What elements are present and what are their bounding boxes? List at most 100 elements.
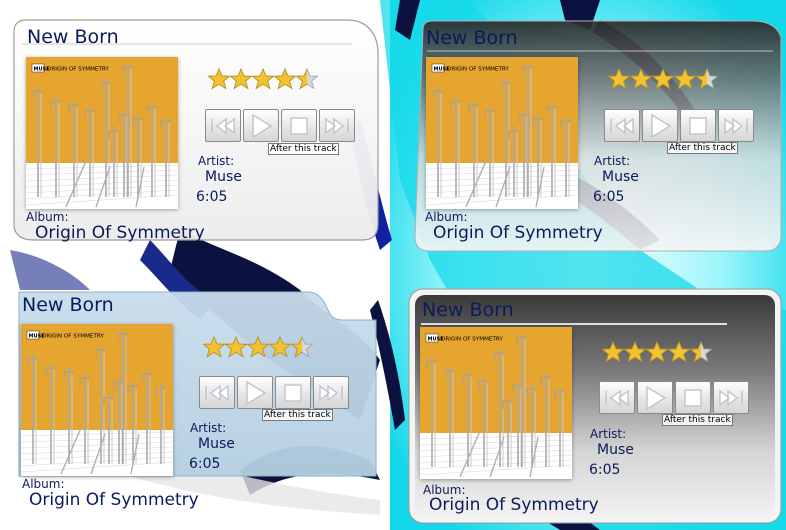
next-track-button[interactable] (718, 109, 754, 142)
previous-track-icon (211, 117, 235, 134)
next-track-button[interactable] (313, 376, 349, 409)
star-icon[interactable] (602, 341, 624, 363)
play-button[interactable] (637, 381, 673, 414)
stop-button[interactable] (675, 381, 711, 414)
star-icon[interactable] (252, 68, 274, 90)
play-button[interactable] (237, 376, 273, 409)
album-cover-band: MUSE (34, 67, 51, 73)
next-track-button[interactable] (713, 381, 749, 414)
track-title: New Born (426, 27, 518, 49)
star-icon[interactable] (274, 68, 296, 90)
track-title: New Born (27, 26, 119, 48)
star-icon[interactable] (674, 68, 696, 90)
playback-controls (199, 376, 349, 409)
album-cover-title: ORIGIN OF SYMMETRY (47, 67, 109, 73)
album-name: Origin Of Symmetry (29, 490, 199, 510)
playback-controls (205, 109, 355, 142)
previous-track-icon (610, 117, 634, 134)
artist-name: Muse (205, 169, 242, 185)
star-icon[interactable] (230, 68, 252, 90)
track-duration: 6:05 (593, 189, 625, 205)
artist-name: Muse (602, 169, 639, 185)
previous-track-button[interactable] (199, 376, 235, 409)
star-rating[interactable] (602, 341, 712, 363)
star-rating[interactable] (608, 68, 718, 90)
star-icon[interactable] (690, 341, 712, 363)
star-rating[interactable] (203, 336, 313, 358)
previous-track-button[interactable] (604, 109, 640, 142)
after-this-track-button[interactable]: After this track (662, 414, 733, 426)
stop-icon (684, 388, 702, 407)
star-icon[interactable] (608, 68, 630, 90)
star-icon[interactable] (624, 341, 646, 363)
star-icon[interactable] (203, 336, 225, 358)
album-label: Album: (425, 210, 468, 224)
album-name: Origin Of Symmetry (429, 495, 599, 515)
album-cover-band: MUSE (434, 67, 451, 73)
star-icon[interactable] (668, 341, 690, 363)
album-cover-title: ORIGIN OF SYMMETRY (42, 334, 104, 340)
after-this-track-button[interactable]: After this track (262, 409, 333, 421)
album-cover-band: MUSE (29, 334, 46, 340)
album-name: Origin Of Symmetry (35, 223, 205, 243)
album-cover-band: MUSE (428, 337, 445, 343)
star-icon[interactable] (296, 68, 318, 90)
stop-icon (290, 116, 308, 135)
album-cover-title: ORIGIN OF SYMMETRY (447, 67, 509, 73)
album-label: Album: (423, 483, 466, 497)
stop-button[interactable] (281, 109, 317, 142)
play-icon (252, 113, 273, 138)
star-icon[interactable] (696, 68, 718, 90)
playback-controls (604, 109, 754, 142)
track-duration: 6:05 (189, 456, 221, 472)
star-icon[interactable] (208, 68, 230, 90)
next-track-icon (325, 117, 349, 134)
play-icon (651, 113, 672, 138)
previous-track-button[interactable] (599, 381, 635, 414)
next-track-icon (319, 384, 343, 401)
album-label: Album: (26, 210, 69, 224)
artist-name: Muse (198, 436, 235, 452)
after-this-track-button[interactable]: After this track (268, 143, 339, 155)
star-rating[interactable] (208, 68, 318, 90)
album-cover-title: ORIGIN OF SYMMETRY (441, 337, 503, 343)
play-icon (246, 380, 267, 405)
track-title: New Born (422, 299, 514, 321)
star-icon[interactable] (630, 68, 652, 90)
playback-controls (599, 381, 749, 414)
artist-label: Artist: (198, 154, 235, 168)
next-track-icon (724, 117, 748, 134)
track-duration: 6:05 (196, 189, 228, 205)
stop-button[interactable] (275, 376, 311, 409)
star-icon[interactable] (269, 336, 291, 358)
artist-label: Artist: (594, 154, 631, 168)
artist-label: Artist: (190, 421, 227, 435)
play-button[interactable] (642, 109, 678, 142)
next-track-button[interactable] (319, 109, 355, 142)
stop-icon (689, 116, 707, 135)
after-this-track-button[interactable]: After this track (667, 142, 738, 154)
star-icon[interactable] (225, 336, 247, 358)
artist-label: Artist: (590, 427, 627, 441)
star-icon[interactable] (652, 68, 674, 90)
track-title: New Born (22, 294, 114, 316)
play-button[interactable] (243, 109, 279, 142)
album-label: Album: (22, 477, 65, 491)
star-icon[interactable] (646, 341, 668, 363)
stop-button[interactable] (680, 109, 716, 142)
previous-track-icon (605, 389, 629, 406)
previous-track-button[interactable] (205, 109, 241, 142)
star-icon[interactable] (291, 336, 313, 358)
star-icon[interactable] (247, 336, 269, 358)
artist-name: Muse (597, 442, 634, 458)
